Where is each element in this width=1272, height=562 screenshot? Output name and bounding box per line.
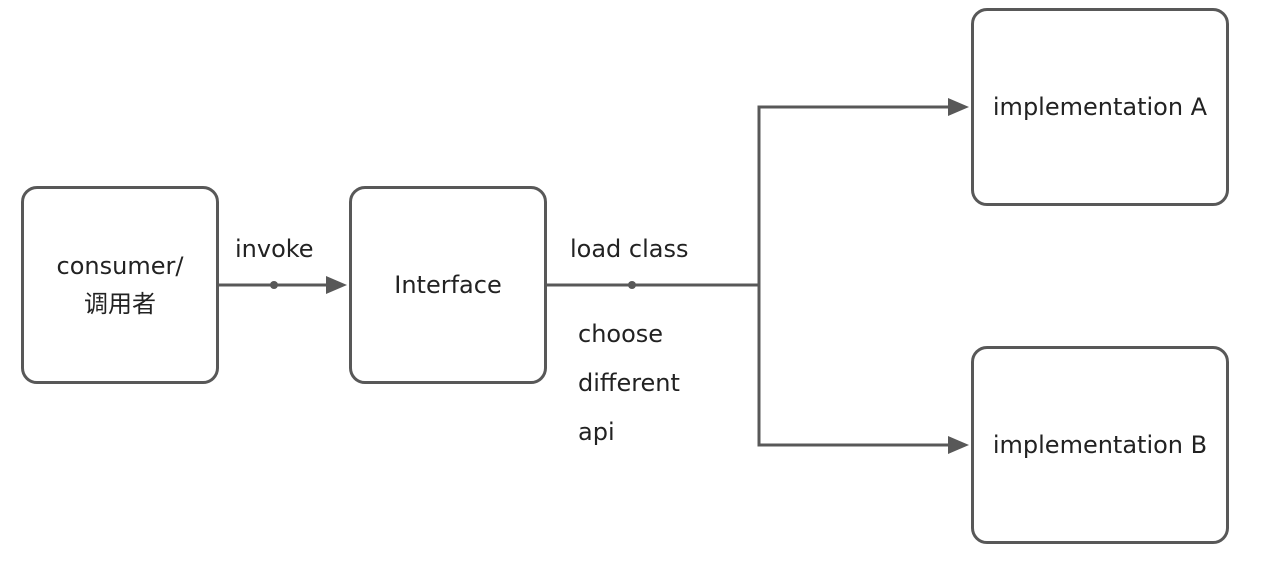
- edge-load-class-note: choose different api: [578, 310, 680, 457]
- edge-invoke: [219, 276, 347, 294]
- edge-note-line-1: choose: [578, 320, 664, 348]
- edge-branch-b-arrowhead: [948, 436, 969, 454]
- edge-invoke-midpoint-dot: [270, 281, 278, 289]
- node-consumer-label: consumer/ 调用者: [57, 247, 184, 324]
- edge-load-class: [547, 98, 969, 454]
- node-implementation-b-label: implementation B: [992, 430, 1208, 459]
- node-interface: Interface: [349, 186, 547, 384]
- node-implementation-a: implementation A: [971, 8, 1229, 206]
- edge-load-class-midpoint-dot: [628, 281, 636, 289]
- edge-branch-a-arrowhead: [948, 98, 969, 116]
- edge-invoke-label: invoke: [235, 235, 314, 263]
- node-consumer: consumer/ 调用者: [21, 186, 219, 384]
- node-implementation-a-label: implementation A: [992, 92, 1208, 121]
- node-consumer-line-1: consumer/: [56, 251, 184, 280]
- edge-invoke-arrowhead: [326, 276, 347, 294]
- edge-note-line-2: different: [578, 369, 680, 397]
- node-consumer-line-2: 调用者: [84, 290, 156, 318]
- edge-load-class-label: load class: [570, 235, 689, 263]
- edge-note-line-3: api: [578, 418, 615, 446]
- node-implementation-b: implementation B: [971, 346, 1229, 544]
- node-interface-label: Interface: [394, 270, 502, 299]
